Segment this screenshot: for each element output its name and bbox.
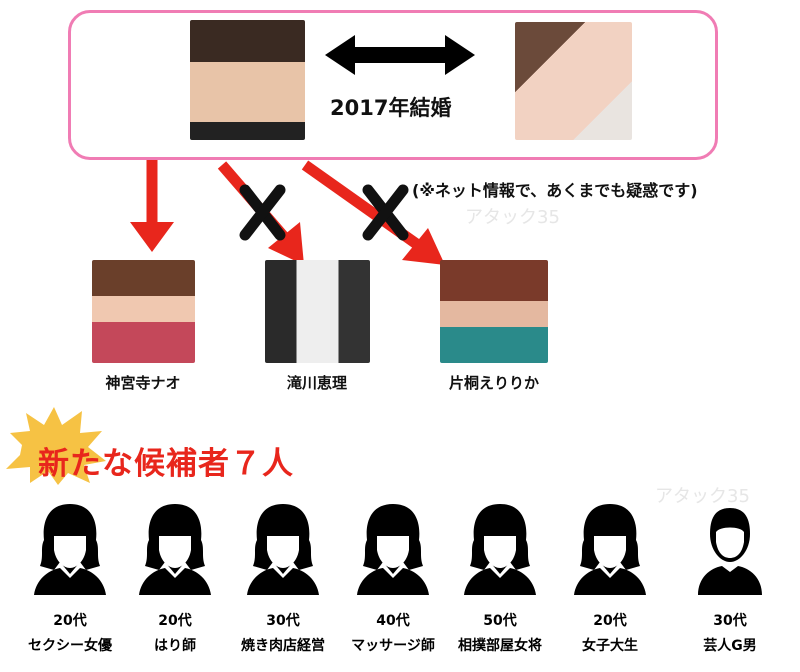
candidate-age: 30代 (266, 613, 300, 629)
candidate-3: 30代焼き肉店経営 (228, 500, 338, 659)
suspect-name: 神宮寺ナオ (105, 374, 181, 392)
suspect-name: 滝川恵理 (286, 374, 347, 392)
arrow-head (130, 222, 174, 252)
candidate-4: 40代マッサージ師 (338, 500, 448, 659)
candidate-occupation: はり師 (154, 638, 196, 654)
candidate-1: 20代セクシー女優 (15, 500, 125, 659)
female-silhouette-icon (15, 500, 125, 599)
female-silhouette-icon (555, 500, 665, 599)
arrow-head (402, 228, 445, 265)
married-label: 2017年結婚 (330, 96, 452, 120)
candidate-age: 50代 (483, 613, 517, 629)
couple-frame (68, 10, 718, 160)
female-silhouette-icon (228, 500, 338, 599)
candidate-occupation: セクシー女優 (28, 638, 112, 654)
double-arrow-icon (325, 35, 475, 75)
candidate-occupation: 芸人G男 (703, 638, 757, 654)
candidate-age: 40代 (376, 613, 410, 629)
new-candidates-heading: 新たな候補者７人 (38, 446, 294, 482)
candidate-6: 20代女子大生 (555, 500, 665, 659)
candidate-occupation: 焼き肉店経営 (241, 638, 325, 654)
relation-arrows (130, 160, 445, 265)
watermark: アタック35 (465, 207, 560, 228)
candidate-age: 20代 (53, 613, 87, 629)
male-silhouette-icon (675, 500, 785, 599)
suspect-photo-2 (265, 260, 370, 363)
suspect-photo-3 (440, 260, 548, 363)
burst-icon (6, 407, 106, 485)
suspect-photo-1 (92, 260, 195, 363)
watermark: アタック35 (655, 486, 750, 507)
candidate-age: 20代 (593, 613, 627, 629)
candidate-2: 20代はり師 (120, 500, 230, 659)
candidate-5: 50代相撲部屋女将 (445, 500, 555, 659)
female-silhouette-icon (338, 500, 448, 599)
candidate-age: 20代 (158, 613, 192, 629)
disclaimer-note: (※ネット情報で、あくまでも疑惑です) (412, 181, 698, 200)
arrow-head (268, 222, 304, 265)
candidate-age: 30代 (713, 613, 747, 629)
candidate-7: 30代芸人G男 (675, 500, 785, 659)
candidate-occupation: 女子大生 (582, 638, 638, 654)
female-silhouette-icon (120, 500, 230, 599)
female-silhouette-icon (445, 500, 555, 599)
wife-photo (515, 22, 632, 140)
candidate-occupation: マッサージ師 (351, 638, 435, 654)
cross-icon (239, 184, 409, 241)
suspect-name: 片桐えりりか (448, 374, 539, 392)
husband-photo (190, 20, 305, 140)
candidate-occupation: 相撲部屋女将 (458, 638, 542, 654)
